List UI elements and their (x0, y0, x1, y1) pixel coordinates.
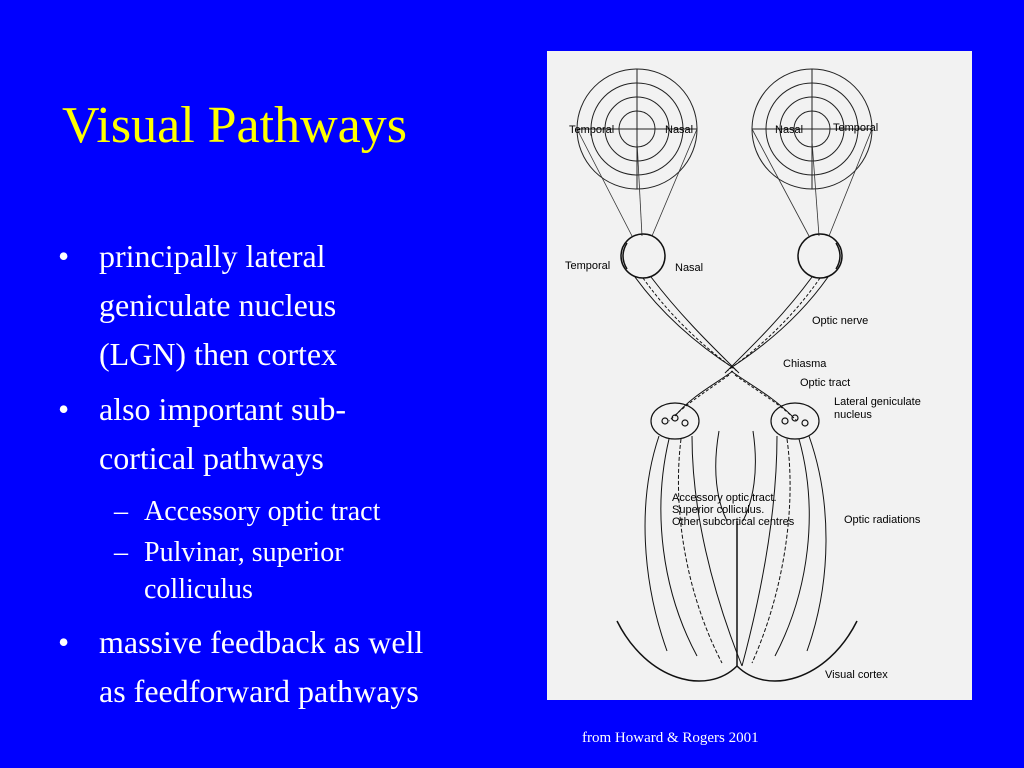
lgn-left (650, 402, 700, 440)
label-optic-radiations: Optic radiations (844, 514, 921, 526)
bullet-list: • principally lateral geniculate nucleus… (58, 232, 518, 722)
slide-title: Visual Pathways (62, 97, 407, 154)
bullet-line: massive feedback as well (99, 624, 424, 660)
bullet-glyph: • (58, 238, 70, 274)
bullet-line: principally lateral (99, 238, 326, 274)
optic-radiation-fibres (644, 435, 827, 667)
bullet-line: (LGN) then cortex (99, 336, 338, 372)
label-subcortical-3: Other subcortical centres (672, 516, 795, 528)
label-optic-tract: Optic tract (800, 377, 850, 389)
label-subcortical-1: Accessory optic tract. (672, 492, 777, 504)
right-visual-field (751, 68, 873, 190)
bullet-line: also important sub- (99, 391, 347, 427)
label-nasal-left: Nasal (665, 124, 693, 136)
label-chiasma: Chiasma (783, 358, 827, 370)
lgn-right (770, 402, 820, 440)
optic-tract-fibres (668, 370, 798, 422)
bullet-item: • principally lateral geniculate nucleus… (58, 232, 518, 379)
right-eye-icon (797, 233, 843, 279)
sub-bullet-line: Accessory optic tract (144, 496, 381, 527)
figure-credit: from Howard & Rogers 2001 (582, 730, 759, 746)
label-subcortical-2: Superior colliculus. (672, 504, 764, 516)
label-temporal-left: Temporal (569, 124, 614, 136)
sub-bullet-glyph: – (114, 496, 128, 527)
label-temporal-eye: Temporal (565, 260, 610, 272)
label-temporal-right: Temporal (833, 122, 878, 134)
sub-bullet-line: Pulvinar, superior (144, 537, 344, 568)
optic-nerve-fibres (634, 276, 829, 374)
bullet-line: cortical pathways (99, 440, 324, 476)
label-nasal-eye: Nasal (675, 262, 703, 274)
bullet-line: as feedforward pathways (99, 673, 419, 709)
pathway-diagram: Temporal Nasal Nasal Temporal Temporal N… (565, 68, 921, 682)
bullet-item: • also important sub- cortical pathways (58, 385, 518, 483)
sub-bullet-line: colliculus (144, 574, 253, 605)
bullet-glyph: • (58, 624, 70, 660)
label-lgn-2: nucleus (834, 409, 872, 421)
label-lgn-1: Lateral geniculate (834, 396, 921, 408)
bullet-line: geniculate nucleus (99, 287, 337, 323)
label-optic-nerve: Optic nerve (812, 315, 868, 327)
sub-bullet-item: – Accessory optic tract (58, 489, 518, 534)
sub-bullet-item: – Pulvinar, superior colliculus (58, 534, 518, 608)
projection-lines (576, 128, 873, 237)
bullet-glyph: • (58, 391, 70, 427)
label-visual-cortex: Visual cortex (825, 669, 888, 681)
label-nasal-right: Nasal (775, 124, 803, 136)
left-eye-icon (620, 233, 666, 279)
midline-structure (715, 430, 756, 522)
sub-bullet-glyph: – (114, 537, 128, 568)
visual-cortex-outline (616, 521, 858, 682)
visual-pathway-figure: Temporal Nasal Nasal Temporal Temporal N… (547, 51, 972, 700)
bullet-item: • massive feedback as well as feedforwar… (58, 618, 518, 716)
